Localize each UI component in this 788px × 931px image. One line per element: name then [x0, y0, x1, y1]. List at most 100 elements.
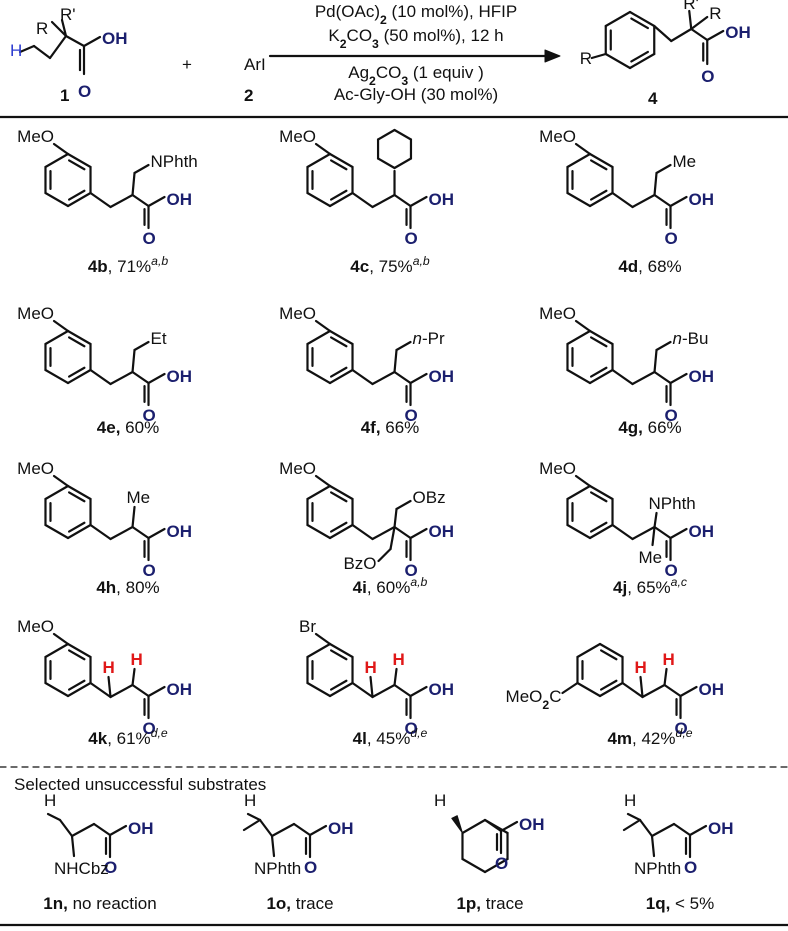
- bond: [351, 191, 374, 209]
- carbonyl-oxygen-label: O: [665, 561, 678, 580]
- condition-line: Pd(OAc)2 (10 mol%), HFIP: [315, 2, 517, 27]
- ring-bond: [376, 128, 396, 141]
- bond: [147, 372, 166, 385]
- bond: [631, 525, 656, 541]
- bond: [638, 818, 654, 838]
- bond: [653, 24, 673, 43]
- side-chain-label: OBz: [413, 488, 446, 507]
- ring-bond: [328, 681, 354, 698]
- bond: [89, 368, 112, 386]
- ring-double-bond: [68, 159, 86, 171]
- ring-bond: [328, 152, 354, 169]
- bond: [292, 822, 312, 837]
- ring-bond: [44, 191, 70, 208]
- bond: [393, 193, 412, 208]
- carbonyl-oxygen-label: O: [684, 858, 697, 877]
- bond: [690, 27, 709, 42]
- bond: [639, 675, 644, 699]
- ring-bond: [44, 484, 70, 501]
- bond: [131, 171, 136, 197]
- h-atom-label: H: [434, 791, 446, 810]
- amine-label: NPhth: [634, 859, 681, 878]
- compound-caption: 4c, 75%a,b: [350, 254, 430, 276]
- bond: [131, 193, 150, 208]
- ring-bond: [566, 523, 592, 540]
- bond: [653, 511, 658, 529]
- hydroxyl-label: OH: [689, 190, 715, 209]
- bond: [314, 319, 332, 333]
- bond: [395, 499, 412, 511]
- bond: [70, 822, 96, 838]
- bond: [314, 474, 332, 488]
- ring-substituent-label: MeO2C: [506, 687, 562, 712]
- bond: [574, 319, 592, 333]
- wedge-bond: [451, 815, 463, 834]
- ring-bond: [66, 191, 92, 208]
- ring-bond: [393, 128, 413, 141]
- hydroxyl-label: OH: [699, 680, 725, 699]
- bond: [371, 683, 396, 699]
- bond: [109, 683, 134, 699]
- ring-bond: [328, 368, 354, 385]
- bond: [147, 527, 166, 540]
- bond: [70, 834, 76, 858]
- ring-bond: [588, 523, 614, 540]
- hydroxyl-label: OH: [519, 815, 545, 834]
- bond: [393, 348, 398, 374]
- bond: [611, 191, 634, 209]
- hydroxyl-label: OH: [725, 23, 751, 42]
- bond: [18, 44, 36, 54]
- bond-layer: [0, 9, 788, 927]
- ring-substituent-label: MeO: [539, 304, 576, 323]
- carbonyl-oxygen-label: O: [701, 67, 714, 86]
- bond: [590, 52, 607, 60]
- side-chain-label: NPhth: [649, 494, 696, 513]
- ring-bond: [66, 681, 92, 698]
- bond: [672, 822, 692, 837]
- compound-number: 4: [648, 89, 658, 108]
- bond: [409, 372, 428, 385]
- bond: [258, 818, 274, 838]
- hydroxyl-label: OH: [708, 819, 734, 838]
- carbonyl-oxygen-label: O: [405, 406, 418, 425]
- compound-caption: 4f, 66%: [361, 418, 420, 437]
- side-chain-label: BzO: [343, 554, 376, 573]
- h-atom-label: H: [624, 791, 636, 810]
- bond: [32, 44, 52, 60]
- ring-bond: [461, 857, 487, 874]
- bond: [131, 505, 136, 529]
- bond: [242, 818, 262, 832]
- compound-caption: 4g, 66%: [618, 418, 681, 437]
- r-prime-label: R': [60, 5, 76, 24]
- ring-bond: [483, 857, 509, 874]
- ring-bond: [66, 368, 92, 385]
- bond: [351, 368, 374, 386]
- ring-double-bond: [68, 521, 86, 533]
- compound-caption: 1n, no reaction: [43, 894, 156, 913]
- bond: [655, 340, 672, 352]
- bond: [89, 681, 112, 699]
- ring-bond: [66, 152, 92, 169]
- ring-bond: [328, 642, 354, 659]
- ring-double-bond: [330, 491, 348, 503]
- hydroxyl-label: OH: [167, 367, 193, 386]
- bond: [574, 474, 592, 488]
- bond: [669, 372, 688, 385]
- ring-bond: [66, 523, 92, 540]
- bond: [393, 525, 412, 540]
- bond: [109, 525, 134, 541]
- bond: [246, 812, 262, 822]
- bond: [688, 824, 708, 837]
- ring-substituent-label: MeO: [17, 304, 54, 323]
- bond: [314, 142, 332, 156]
- carbonyl-oxygen-label: O: [675, 719, 688, 738]
- bond: [679, 685, 698, 698]
- bond: [46, 812, 62, 822]
- h-atom-label: H: [393, 650, 405, 669]
- bond: [48, 34, 68, 60]
- ring-bond: [628, 10, 656, 28]
- ring-bond: [566, 191, 592, 208]
- ring-double-bond: [590, 336, 608, 348]
- ring-substituent-label: Br: [299, 617, 316, 636]
- ring-bond: [44, 152, 70, 169]
